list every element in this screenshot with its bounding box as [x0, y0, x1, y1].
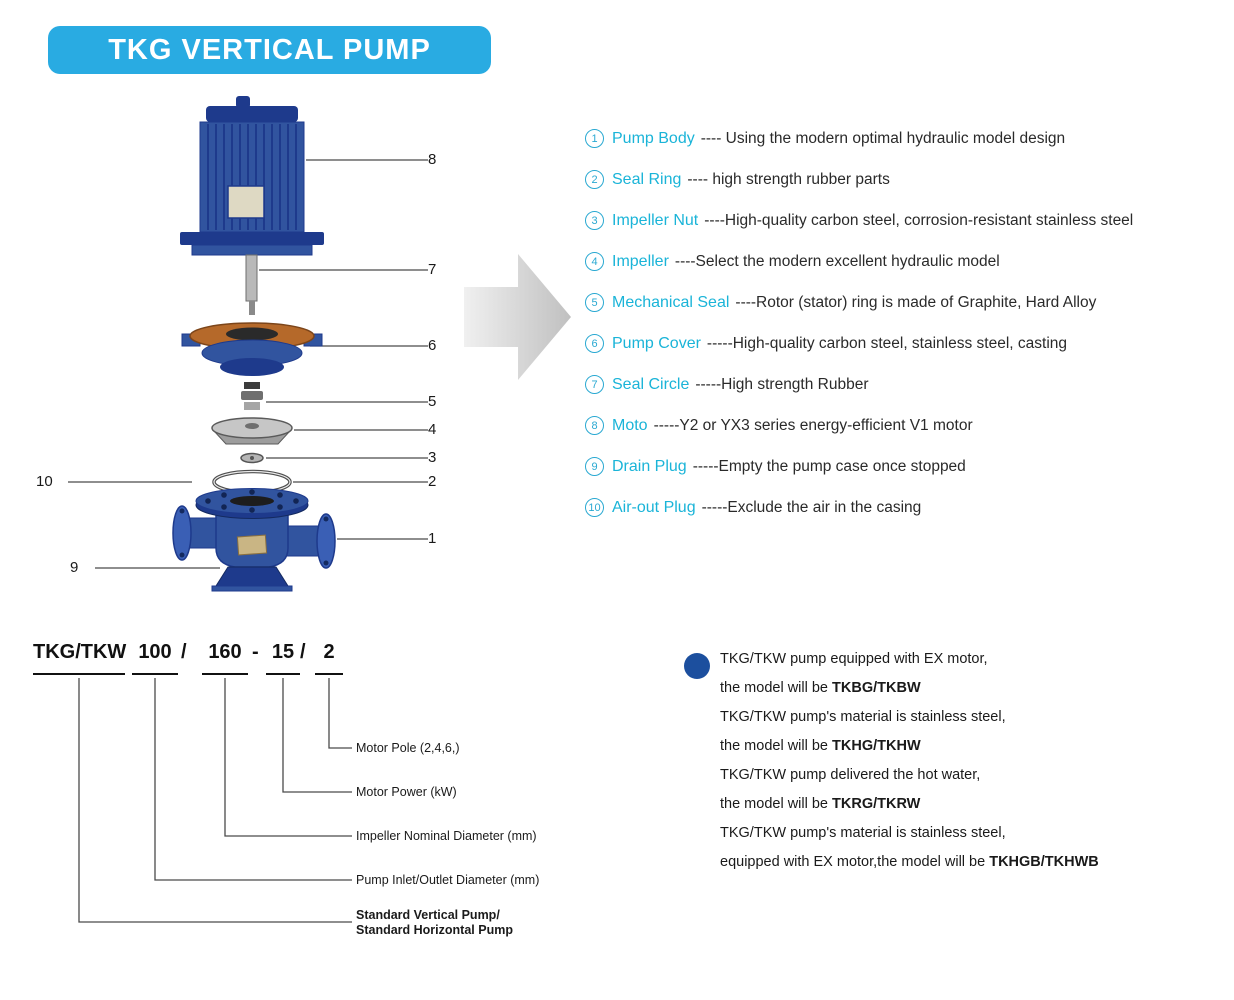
part-item-pump-cover: 6 Pump Cover -----High-quality carbon st… [585, 323, 1230, 364]
part-number-badge: 8 [585, 416, 604, 435]
shaft-illustration [245, 254, 258, 315]
label-impeller-diameter: Impeller Nominal Diameter (mm) [356, 829, 537, 843]
note-text: TKG/TKW pump's material is stainless ste… [720, 709, 1006, 725]
pump-cover-illustration [181, 322, 323, 376]
note-model-code: TKHGB/TKHWB [989, 854, 1099, 870]
note-text: the model will be [720, 680, 833, 696]
model-code-segment-power: 15 [266, 640, 300, 675]
part-number-badge: 3 [585, 211, 604, 230]
callout-10: 10 [36, 473, 53, 490]
part-item-pump-body: 1 Pump Body ---- Using the modern optima… [585, 118, 1230, 159]
model-code-segment-series: TKG/TKW [33, 640, 126, 675]
part-description: ---- Using the modern optimal hydraulic … [700, 129, 1066, 147]
note-text: TKG/TKW pump's material is stainless ste… [720, 825, 1006, 841]
part-name: Drain Plug [612, 457, 687, 475]
label-inlet-outlet: Pump Inlet/Outlet Diameter (mm) [356, 873, 540, 887]
part-name: Seal Circle [612, 375, 690, 393]
part-name: Air-out Plug [612, 498, 696, 516]
part-item-drain-plug: 9 Drain Plug -----Empty the pump case on… [585, 446, 1230, 487]
note-item-hot-water: TKG/TKW pump delivered the hot water, th… [720, 761, 1204, 819]
part-item-seal-circle: 7 Seal Circle -----High strength Rubber [585, 364, 1230, 405]
title-banner: TKG VERTICAL PUMP [48, 26, 491, 74]
part-number-badge: 4 [585, 252, 604, 271]
part-number-badge: 10 [585, 498, 604, 517]
callout-2: 2 [428, 473, 437, 490]
part-description: -----High-quality carbon steel, stainles… [706, 334, 1068, 352]
note-text: equipped with EX motor,the model will be [720, 854, 990, 870]
model-code-segment-pole: 2 [315, 640, 343, 675]
note-model-code: TKHG/TKHW [832, 738, 921, 754]
note-model-code: TKRG/TKRW [832, 796, 921, 812]
part-description: -----Empty the pump case once stopped [692, 457, 966, 475]
parts-list: 1 Pump Body ---- Using the modern optima… [585, 118, 1230, 528]
part-item-motor: 8 Moto -----Y2 or YX3 series energy-effi… [585, 405, 1230, 446]
label-standard-pump-line2: Standard Horizontal Pump [356, 923, 513, 937]
part-name: Pump Body [612, 129, 695, 147]
note-item-stainless: TKG/TKW pump's material is stainless ste… [720, 703, 1204, 761]
model-code-separator: / [300, 641, 306, 663]
part-description: -----High strength Rubber [695, 375, 869, 393]
pump-exploded-view-illustration [68, 96, 571, 592]
part-name: Impeller [612, 252, 669, 270]
model-code-connector-lines [78, 678, 352, 923]
part-item-air-out-plug: 10 Air-out Plug -----Exclude the air in … [585, 487, 1230, 528]
part-description: ----High-quality carbon steel, corrosion… [704, 211, 1134, 229]
part-name: Seal Ring [612, 170, 682, 188]
note-text: TKG/TKW pump delivered the hot water, [720, 767, 981, 783]
callout-7: 7 [428, 261, 437, 278]
callout-4: 4 [428, 421, 437, 438]
note-body: TKG/TKW pump equipped with EX motor, the… [720, 645, 1204, 877]
part-number-badge: 2 [585, 170, 604, 189]
note-text: the model will be [720, 796, 833, 812]
part-item-seal-ring: 2 Seal Ring ---- high strength rubber pa… [585, 159, 1230, 200]
part-name: Pump Cover [612, 334, 701, 352]
model-code-separator: / [181, 641, 187, 663]
part-number-badge: 1 [585, 129, 604, 148]
label-standard-pump: Standard Vertical Pump/ Standard Horizon… [356, 908, 513, 938]
pump-body-illustration [172, 488, 336, 592]
note-text: the model will be [720, 738, 833, 754]
callout-1: 1 [428, 530, 437, 547]
note-model-code: TKBG/TKBW [832, 680, 921, 696]
callout-9: 9 [70, 559, 79, 576]
part-name: Impeller Nut [612, 211, 699, 229]
callout-lines [68, 159, 428, 569]
note-bullet-icon [684, 653, 710, 679]
part-number-badge: 9 [585, 457, 604, 476]
part-item-mechanical-seal: 5 Mechanical Seal ----Rotor (stator) rin… [585, 282, 1230, 323]
impeller-nut-illustration [240, 452, 264, 464]
note-text: TKG/TKW pump equipped with EX motor, [720, 651, 988, 667]
note-item-stainless-ex: TKG/TKW pump's material is stainless ste… [720, 819, 1204, 877]
callout-6: 6 [428, 337, 437, 354]
part-description: ---- high strength rubber parts [687, 170, 890, 188]
part-description: -----Y2 or YX3 series energy-efficient V… [653, 416, 973, 434]
part-number-badge: 5 [585, 293, 604, 312]
label-standard-pump-line1: Standard Vertical Pump/ [356, 908, 500, 922]
note-item-ex-motor: TKG/TKW pump equipped with EX motor, the… [720, 645, 1204, 703]
part-name: Mechanical Seal [612, 293, 730, 311]
page-title: TKG VERTICAL PUMP [108, 33, 431, 66]
notes-section: TKG/TKW pump equipped with EX motor, the… [684, 645, 1204, 877]
callout-8: 8 [428, 151, 437, 168]
part-description: ----Rotor (stator) ring is made of Graph… [735, 293, 1097, 311]
motor-illustration [180, 96, 324, 256]
callout-3: 3 [428, 449, 437, 466]
flow-arrow-icon [464, 254, 571, 380]
part-item-impeller-nut: 3 Impeller Nut ----High-quality carbon s… [585, 200, 1230, 241]
label-motor-pole: Motor Pole (2,4,6,) [356, 741, 460, 755]
mechanical-seal-illustration [241, 382, 263, 410]
callout-5: 5 [428, 393, 437, 410]
label-motor-power: Motor Power (kW) [356, 785, 457, 799]
part-description: ----Select the modern excellent hydrauli… [674, 252, 1000, 270]
model-code-segment-inlet-outlet: 100 [132, 640, 178, 675]
part-item-impeller: 4 Impeller ----Select the modern excelle… [585, 241, 1230, 282]
part-number-badge: 6 [585, 334, 604, 353]
part-description: -----Exclude the air in the casing [701, 498, 922, 516]
impeller-illustration [211, 417, 293, 445]
part-name: Moto [612, 416, 648, 434]
model-code-separator: - [252, 641, 259, 663]
part-number-badge: 7 [585, 375, 604, 394]
model-code-segment-impeller: 160 [202, 640, 248, 675]
